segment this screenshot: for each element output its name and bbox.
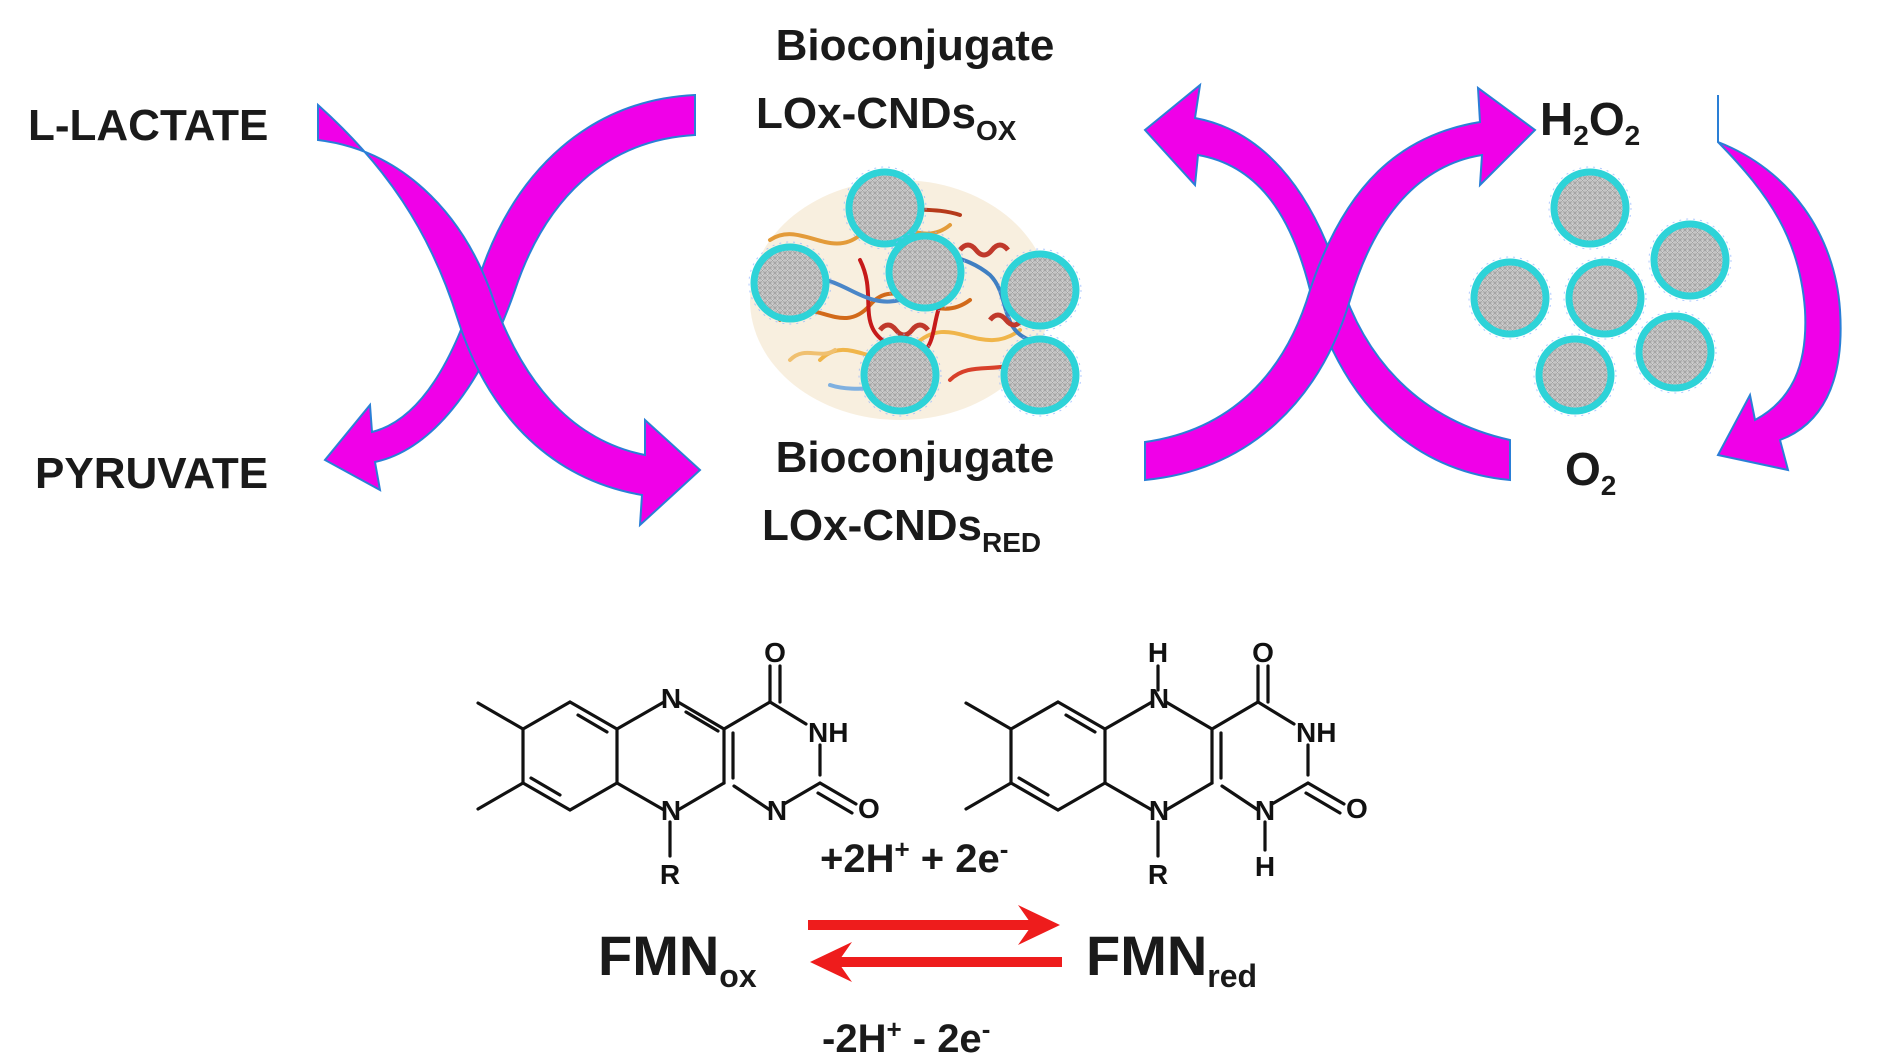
o2-o: O [1565,443,1601,495]
atom-n: N [767,795,787,826]
atom-h: H [1148,637,1168,668]
reverse-arrow-icon [810,942,1062,982]
bioconjugate-ox-sub: OX [976,115,1017,146]
atom-h: H [1255,851,1275,882]
pyruvate-label: PYRUVATE [35,449,268,498]
carbon-nanodot-icon [1634,311,1716,393]
atom-n: N [1149,683,1169,714]
atom-r: R [1148,859,1168,890]
bioconjugate-ox-line2: LOx-CNDsOX [756,89,1017,146]
carbon-nanodot-icon [1649,219,1731,301]
h2o2-label: H2O2 [1540,93,1640,151]
o2-label: O2 [1565,443,1616,501]
atom-o: O [1346,793,1368,824]
reverse-rest: - 2e [902,1017,982,1061]
atom-r: R [660,859,680,890]
curved-arrow-icon [317,102,702,528]
atom-o: O [1252,637,1274,668]
forward-arrow-icon [808,905,1060,945]
bioconjugate-ox-label: Bioconjugate LOx-CNDsOX [756,21,1054,146]
atom-n: N [661,683,681,714]
o2-sub: 2 [1601,470,1617,501]
atom-o: O [858,793,880,824]
reaction-arrows [808,905,1062,982]
atom-n: N [661,795,681,826]
reverse-sup: + [886,1014,901,1044]
fmn-red-sub: red [1207,958,1257,994]
l-lactate-label: L-LACTATE [28,101,268,150]
carbon-nanodot-icon [1549,167,1631,249]
reverse-conditions: -2H+ - 2e- [822,1014,990,1061]
reverse-main: -2H [822,1017,886,1061]
bioconjugate-red-main: LOx-CNDs [762,501,982,550]
reverse-sup2: - [982,1014,991,1044]
free-nanodots [1469,167,1731,416]
bioconjugate-red-line2: LOx-CNDsRED [762,501,1041,558]
left-cycle-arrows [317,93,702,528]
fmn-ox-main: FMN [598,924,719,987]
forward-sup2: - [1000,834,1009,864]
atom-o: O [764,637,786,668]
curved-arrow-icon [1716,95,1842,472]
fmn-red-structure: N H N NH N H O O R [964,637,1368,890]
bioconjugate-ox-main: LOx-CNDs [756,89,976,138]
carbon-nanodot-icon [1564,257,1646,339]
h2o2-sub2: 2 [1625,120,1641,151]
bioconjugate-ox-line1: Bioconjugate [776,21,1055,70]
forward-rest: + 2e [910,837,1000,881]
forward-sup: + [895,834,910,864]
fmn-red-main: FMN [1086,924,1207,987]
bioconjugate-red-line1: Bioconjugate [776,433,1055,482]
right-cycle-arrows [1143,82,1842,482]
atom-n: N [1255,795,1275,826]
carbon-nanodot-icon [1534,334,1616,416]
curved-arrow-icon [323,93,696,492]
bioconjugate-red-sub: RED [982,527,1041,558]
fmn-ox-structure: N N N NH O O R [476,637,880,890]
atom-nh: NH [1296,717,1336,748]
carbon-nanodot-icon [1469,257,1551,339]
fmn-ox-sub: ox [719,958,757,994]
bioconjugate-red-label: Bioconjugate LOx-CNDsRED [762,433,1054,558]
h2o2-sub1: 2 [1573,120,1589,151]
h2o2-o: O [1589,93,1625,145]
fmn-ox-label: FMNox [598,924,757,994]
curved-arrow-icon [1144,85,1537,482]
forward-main: +2H [820,837,895,881]
forward-conditions: +2H+ + 2e- [820,834,1008,881]
atom-n: N [1149,795,1169,826]
atom-nh: NH [808,717,848,748]
h2o2-h: H [1540,93,1573,145]
fmn-red-label: FMNred [1086,924,1257,994]
